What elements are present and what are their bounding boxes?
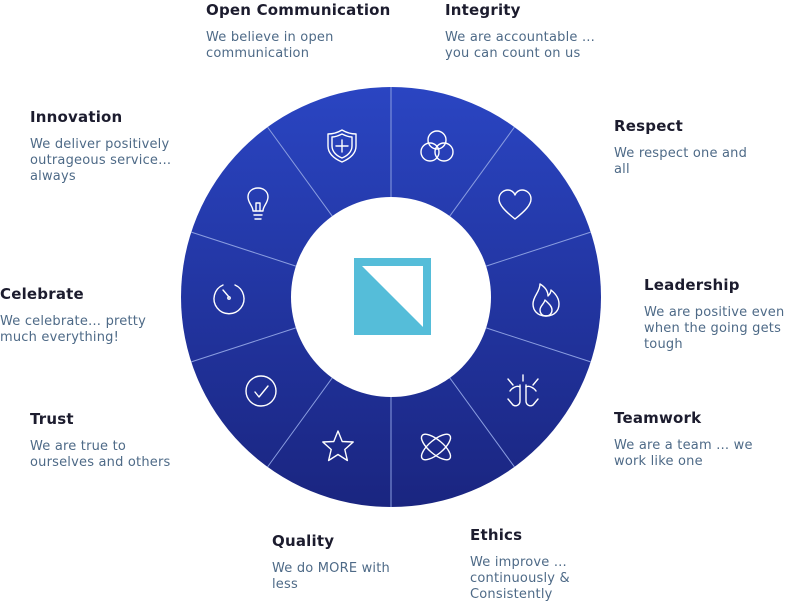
value-description: We believe in open communication bbox=[206, 30, 334, 61]
value-description: We respect one and all bbox=[614, 146, 748, 177]
value-title: Open Communication bbox=[206, 1, 391, 19]
segment-divider bbox=[485, 327, 591, 363]
checkmark-circle-icon bbox=[245, 375, 277, 407]
flame-icon bbox=[532, 283, 560, 317]
star-icon bbox=[322, 430, 354, 462]
segment-divider bbox=[449, 377, 515, 468]
value-title: Respect bbox=[614, 117, 684, 135]
value-title: Ethics bbox=[470, 526, 523, 544]
value-title: Trust bbox=[30, 410, 74, 428]
overlapping-circles-icon bbox=[420, 130, 454, 162]
shield-plus-icon bbox=[327, 129, 357, 163]
value-respect: Respect We respect one and all bbox=[614, 117, 747, 178]
segment-dividers bbox=[191, 87, 591, 507]
segment-divider bbox=[267, 126, 333, 217]
value-title: Leadership bbox=[644, 276, 740, 294]
value-title: Innovation bbox=[30, 108, 123, 126]
value-title: Integrity bbox=[445, 1, 521, 19]
value-trust: Trust We are true to ourselves and other… bbox=[30, 410, 171, 471]
value-title: Quality bbox=[272, 532, 335, 550]
company-logo bbox=[354, 258, 431, 335]
value-open-communication: Open Communication We believe in open co… bbox=[206, 1, 391, 62]
value-leadership: Leadership We are positive even when the… bbox=[644, 276, 784, 353]
value-ethics: Ethics We improve … continuously & Consi… bbox=[470, 526, 570, 603]
value-teamwork: Teamwork We are a team … we work like on… bbox=[614, 409, 753, 470]
orbit-icon bbox=[420, 433, 452, 461]
value-description: We improve … continuously & Consistently bbox=[470, 555, 570, 602]
heart-icon bbox=[498, 189, 532, 220]
segment-divider bbox=[485, 231, 591, 267]
value-celebrate: Celebrate We celebrate… pretty much ever… bbox=[0, 285, 146, 346]
lightbulb-icon bbox=[247, 187, 269, 220]
value-description: We do MORE with less bbox=[272, 561, 390, 592]
segment-divider bbox=[191, 327, 297, 363]
hands-together-icon bbox=[507, 374, 539, 407]
value-description: We are true to ourselves and others bbox=[30, 439, 171, 470]
value-quality: Quality We do MORE with less bbox=[272, 532, 390, 593]
value-description: We are positive even when the going gets… bbox=[644, 305, 785, 352]
segment-divider bbox=[449, 126, 515, 217]
value-description: We deliver positively outrageous service… bbox=[30, 137, 172, 184]
value-integrity: Integrity We are accountable … you can c… bbox=[445, 1, 595, 62]
value-description: We are accountable … you can count on us bbox=[445, 30, 596, 61]
segment-divider bbox=[267, 377, 333, 468]
value-title: Teamwork bbox=[614, 409, 702, 427]
value-innovation: Innovation We deliver positively outrage… bbox=[30, 108, 171, 185]
value-description: We are a team … we work like one bbox=[614, 438, 753, 469]
value-description: We celebrate… pretty much everything! bbox=[0, 314, 146, 345]
gauge-circle-icon bbox=[213, 284, 245, 315]
segment-divider bbox=[191, 231, 297, 267]
value-title: Celebrate bbox=[0, 285, 84, 303]
